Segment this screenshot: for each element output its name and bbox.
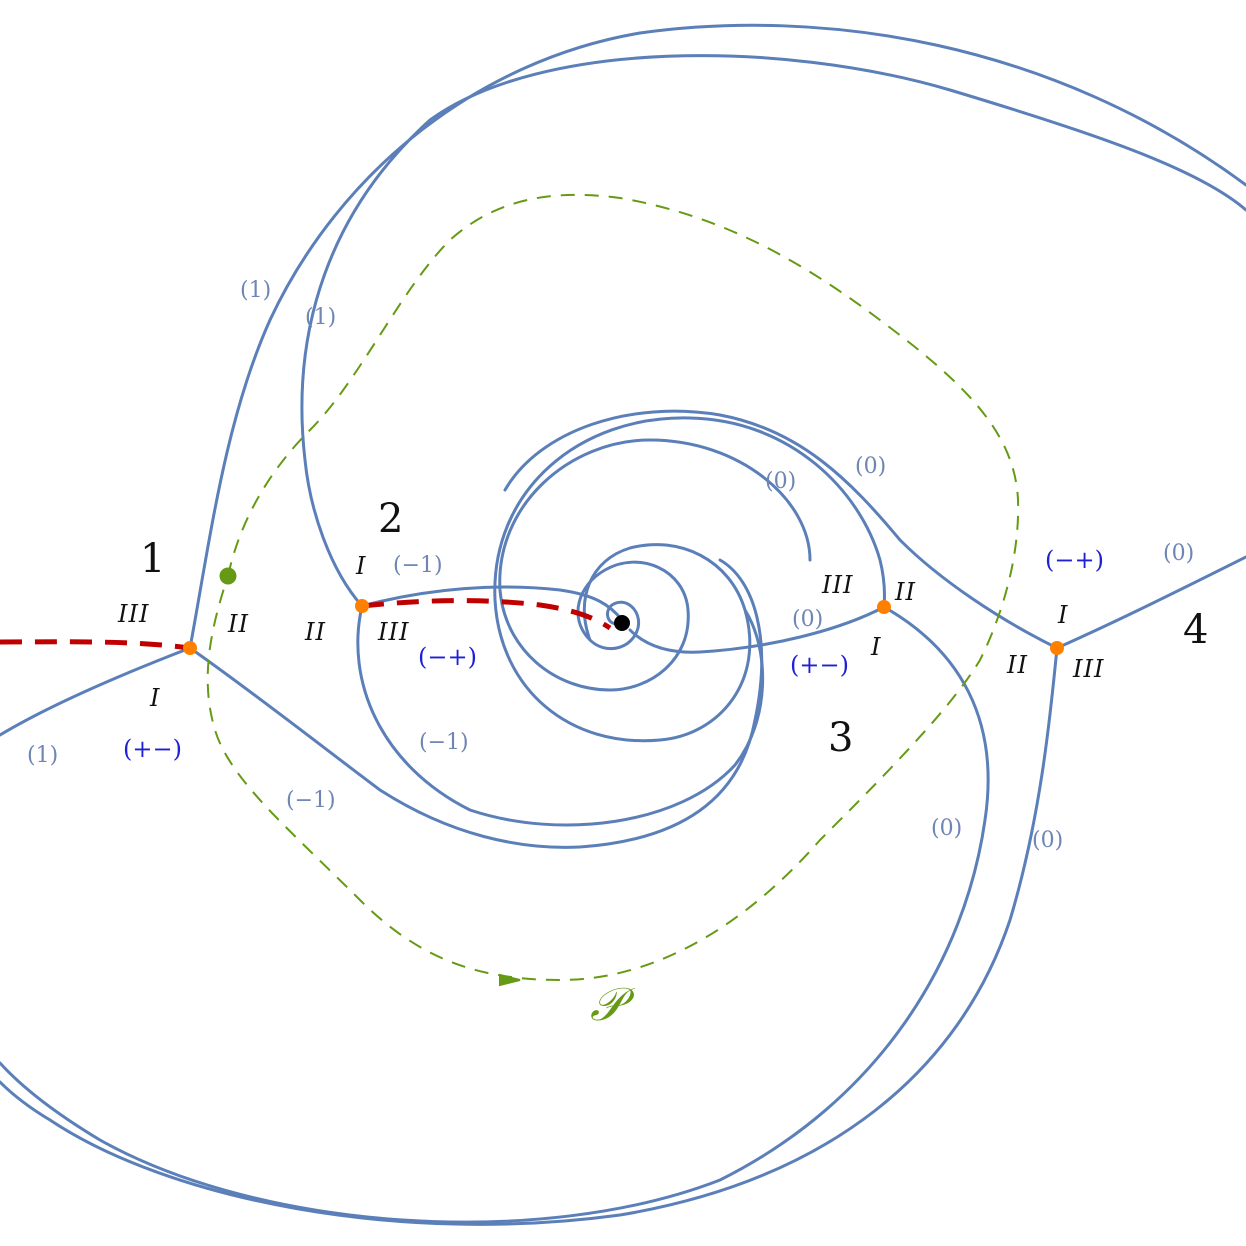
region-label-3: 3 [828,715,853,761]
central-spiral-inner [493,416,886,743]
contour-p [206,193,1020,987]
stokes-line-tp2-right [360,585,624,622]
stokes-index-0e: (0) [931,816,962,841]
central-spiral [498,438,812,692]
branch-cuts [0,598,612,651]
stokes-index-0d: (0) [1163,541,1194,566]
tp3-sheet-I: I [870,633,881,661]
turning-point-1[interactable] [183,641,197,655]
stokes-index-1c: (1) [27,743,58,768]
branch-cut-center [361,598,612,631]
tp3-sheet-III: III [821,571,853,599]
tp3-sheet-II: II [894,578,916,606]
contour-arrow [499,973,521,987]
sign-label-tp3: (+−) [790,651,849,679]
stokes-line-tp3-left [628,605,886,654]
turning-point-4[interactable] [1050,641,1064,655]
sign-label-tp1: (+−) [123,735,182,763]
region-label-1: 1 [140,536,165,582]
region-label-2: 2 [378,496,403,542]
singularity-point[interactable] [614,615,630,631]
stokes-index-1a: (1) [240,278,271,303]
sign-label-tp2: (−+) [418,643,477,671]
region-label-4: 4 [1183,607,1208,653]
sign-labels: (+−) (−+) (+−) (−+) [123,546,1104,763]
tp2-sheet-III: III [377,618,409,646]
stokes-line-tp2-lower [356,604,765,827]
contour-p-label: 𝒫 [590,977,635,1031]
stokes-line-tp3-lower [0,605,990,1224]
sheet-labels: III II I I II III III II I I II III [117,552,1104,712]
markers [183,567,1064,655]
stokes-line-tp4-right [1055,555,1246,650]
stokes-line-tp2-upper [300,54,1246,608]
stokes-index-0b: (0) [855,454,886,479]
stokes-line-tp1-lower-left [0,646,192,737]
stokes-line-tp4-lower [0,646,1059,1226]
branch-cut-left [0,639,191,651]
tp4-sheet-III: III [1072,655,1104,683]
sign-label-tp4: (−+) [1045,546,1104,574]
stokes-index-1b: (1) [305,305,336,330]
stokes-index-labels: (1) (1) (1) (−1) (−1) (−1) (0) (0) (0) (… [27,278,1194,853]
tp4-sheet-I: I [1057,601,1068,629]
tp2-sheet-I: I [355,552,366,580]
stokes-lines [0,23,1246,1226]
contour-p-path [206,193,1020,981]
stokes-index-0a: (0) [765,469,796,494]
tp4-sheet-II: II [1006,651,1028,679]
stokes-index-0f: (0) [1032,828,1063,853]
stokes-index-m1a: (−1) [393,553,443,578]
tp1-sheet-II: II [227,610,249,638]
turning-point-3[interactable] [877,600,891,614]
stokes-line-tp1-upper [188,23,1246,650]
stokes-line-tp4-upper [503,409,1059,650]
contour-start-point[interactable] [219,567,237,585]
tp1-sheet-I: I [149,684,160,712]
region-labels: 1 2 3 4 [140,496,1208,761]
tp1-sheet-III: III [117,600,149,628]
stokes-index-0c: (0) [792,607,823,632]
tp2-sheet-II: II [304,618,326,646]
stokes-index-m1c: (−1) [286,788,336,813]
stokes-index-m1b: (−1) [419,730,469,755]
turning-point-2[interactable] [355,599,369,613]
